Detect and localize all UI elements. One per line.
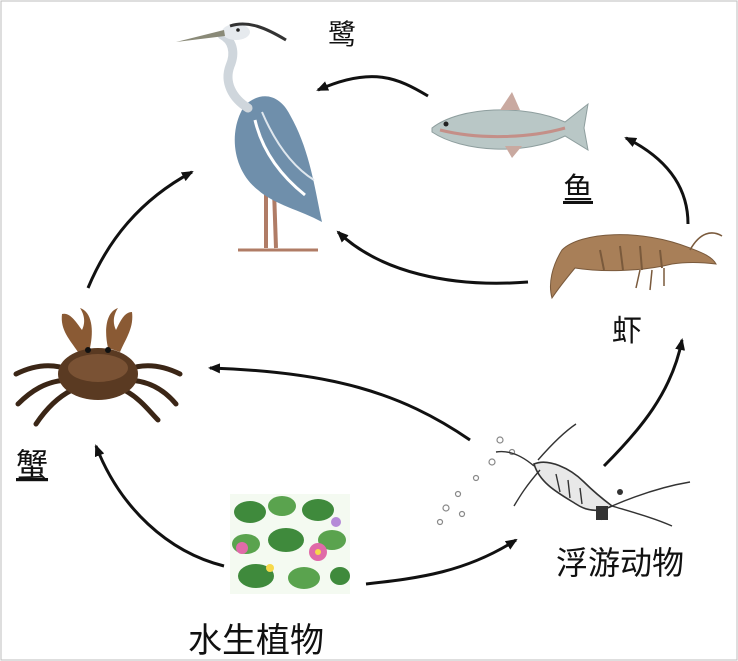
arrow-shrimp-to-fish: [626, 138, 688, 224]
node-label-crab: 蟹: [16, 446, 48, 484]
node-label-plankton: 浮游动物: [556, 544, 684, 582]
node-label-heron: 鹭: [328, 18, 356, 51]
arrow-shrimp-to-heron: [338, 232, 528, 283]
fish-icon: [432, 92, 588, 158]
plankton-icon: [438, 424, 691, 526]
aquatic-plants-icon: [230, 494, 350, 594]
arrow-plankton-to-crab: [210, 368, 470, 440]
arrow-plankton-to-shrimp: [604, 340, 682, 466]
shrimp-icon: [550, 233, 722, 298]
arrow-plants-to-crab: [96, 446, 224, 566]
crab-icon: [16, 308, 180, 424]
node-label-fish: 鱼: [563, 172, 593, 207]
arrow-plants-to-plankton: [366, 540, 516, 584]
arrow-crab-to-heron: [88, 172, 192, 288]
arrow-fish-to-heron: [318, 77, 428, 96]
node-label-shrimp: 虾: [612, 314, 642, 349]
node-label-plants: 水生植物: [188, 621, 324, 661]
heron-icon: [176, 24, 322, 250]
